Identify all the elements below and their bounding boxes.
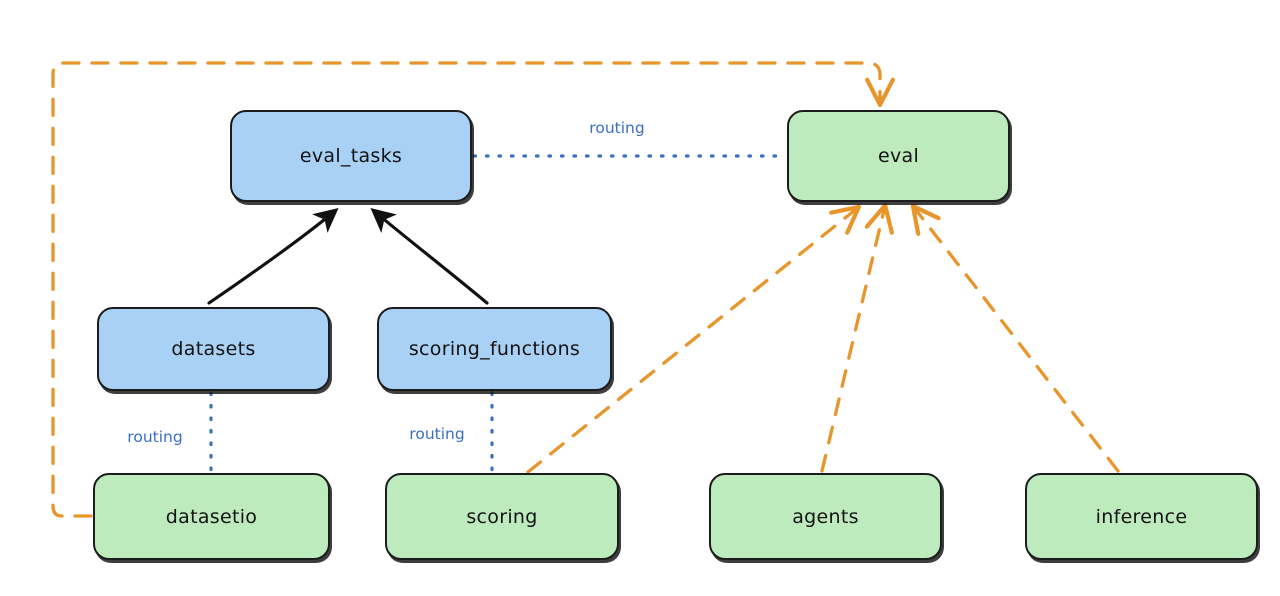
node-eval[interactable]: eval: [787, 110, 1010, 202]
edge-label-routing-eval: routing: [589, 119, 645, 137]
node-datasets-label: datasets: [171, 338, 256, 360]
node-inference-label: inference: [1095, 505, 1188, 528]
node-scoring-functions-label: scoring_functions: [408, 338, 581, 360]
edge-agents-to-eval-provider: [820, 210, 884, 473]
node-agents-label: agents: [792, 505, 859, 528]
node-datasets[interactable]: datasets: [97, 307, 330, 391]
node-inference[interactable]: inference: [1025, 473, 1258, 560]
node-datasetio[interactable]: datasetio: [93, 473, 330, 560]
edge-label-routing-scoring: routing: [409, 425, 465, 443]
node-scoring[interactable]: scoring: [385, 473, 619, 560]
node-scoring-label: scoring: [466, 505, 538, 528]
node-eval-tasks[interactable]: eval_tasks: [230, 110, 472, 202]
edge-datasets-to-eval-tasks: [207, 208, 339, 305]
node-scoring-functions[interactable]: scoring_functions: [377, 307, 612, 391]
node-eval-label: eval: [877, 145, 920, 167]
node-eval-tasks-label: eval_tasks: [299, 145, 403, 167]
edge-scoring-functions-to-eval-tasks: [370, 208, 489, 305]
edge-label-routing-datasetio: routing: [127, 428, 183, 446]
node-agents[interactable]: agents: [709, 473, 942, 560]
edge-inference-to-eval-provider: [916, 210, 1120, 473]
node-datasetio-label: datasetio: [165, 505, 258, 528]
